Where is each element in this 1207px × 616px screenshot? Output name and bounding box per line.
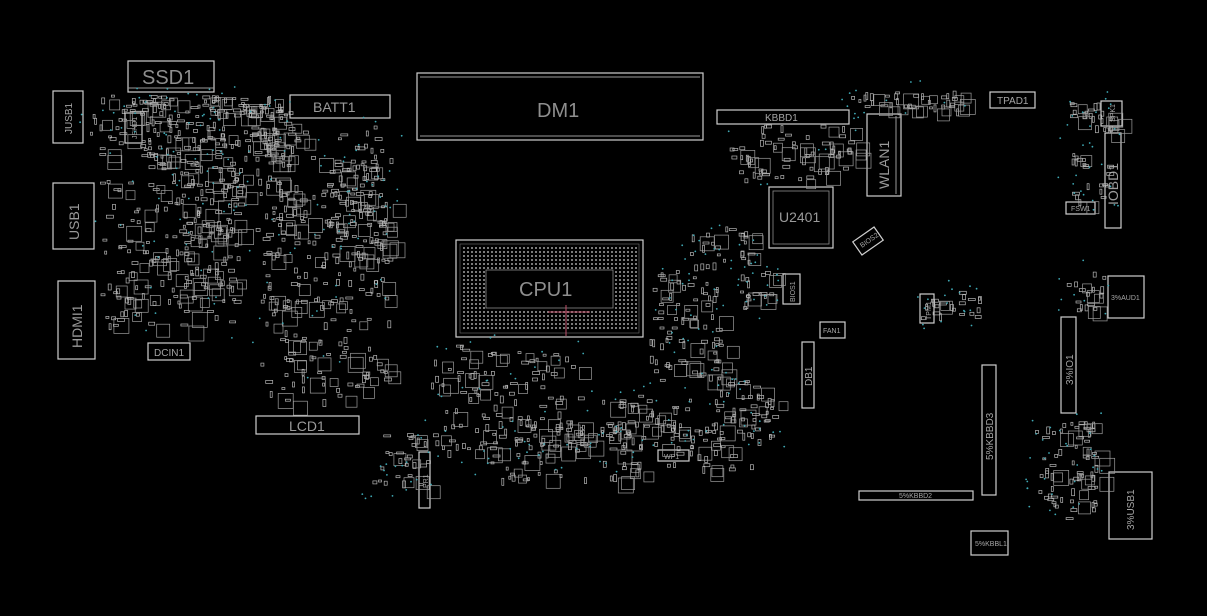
usb1-label: USB1 [66, 203, 82, 240]
dimm-label: DM1 [537, 100, 579, 122]
battery-connector[interactable]: BATT1 [289, 94, 391, 119]
hdmi-label: HDMI1 [69, 304, 85, 348]
bios1-chip[interactable]: BIOS1 [782, 273, 801, 305]
jshd-connector[interactable]: JSHD1 [124, 112, 143, 144]
io1-label: 3%IO1 [1065, 354, 1076, 385]
kbbd2-label: 5%KBBD2 [899, 493, 932, 500]
jshd-label: JSHD1 [132, 117, 139, 139]
hdmi-port[interactable]: HDMI1 [57, 280, 96, 360]
jusb-connector[interactable]: JUSB1 [52, 90, 84, 144]
passive-components [90, 90, 1133, 520]
kbbd2-connector[interactable]: 5%KBBD2 [858, 490, 974, 501]
usb3-label: 3%USB1 [1126, 489, 1137, 530]
via-dots [79, 80, 1121, 516]
fan-label: FAN1 [823, 328, 841, 335]
kbbl-connector[interactable]: 5%KBBL1 [970, 530, 1009, 556]
cpu-label: CPU1 [519, 279, 572, 301]
kbbd3-label: 5%KBBD3 [985, 412, 996, 460]
db1-label: DB1 [804, 366, 815, 386]
wlan-slot[interactable]: WLAN1 [866, 113, 902, 197]
tpm-chip[interactable]: TPM1 [919, 293, 935, 324]
bios2-chip[interactable]: BIOS2 [851, 226, 885, 256]
fan-connector[interactable]: FAN1 [819, 321, 846, 339]
dcin-connector[interactable]: DCIN1 [147, 342, 191, 361]
kbbl-label: 5%KBBL1 [975, 541, 1007, 548]
cpu-ball-grid [463, 247, 637, 329]
ssd-connector[interactable]: SSD1 [127, 60, 215, 93]
bios1-label: BIOS1 [790, 281, 797, 302]
kbbd1-label: KBBD1 [765, 113, 798, 124]
audio-jack[interactable]: 3%AUD1 [1107, 275, 1145, 319]
tpad-label: TPAD1 [997, 96, 1029, 107]
aud-label: 3%AUD1 [1111, 295, 1140, 302]
wp1-label: WP1 [664, 454, 679, 461]
fsw-switch[interactable]: FSW1 [1065, 201, 1096, 215]
kbbd1-connector[interactable]: KBBD1 [716, 109, 850, 125]
iobd-label: IOBD1 [1105, 163, 1121, 205]
fsw-label: FSW1 [1071, 206, 1091, 213]
jusb-label: JUSB1 [64, 102, 75, 134]
u2401-label: U2401 [779, 209, 820, 225]
lcd-connector[interactable]: LCD1 [255, 415, 360, 435]
kbbd3-connector[interactable]: 5%KBBD3 [981, 364, 997, 496]
usb3-port[interactable]: 3%USB1 [1108, 471, 1153, 540]
pr1-label: PR1 [423, 474, 430, 488]
wlan-label: WLAN1 [876, 141, 892, 189]
cpu-package[interactable]: CPU1 [455, 239, 644, 338]
usb1-port[interactable]: USB1 [52, 182, 95, 250]
io1-connector[interactable]: 3%IO1 [1060, 316, 1077, 414]
tpad-connector[interactable]: TPAD1 [989, 91, 1036, 109]
dimm-slot[interactable]: DM1 [416, 72, 704, 141]
pr1-connector[interactable]: PR1 [418, 451, 431, 509]
lcd-label: LCD1 [289, 418, 325, 434]
tpm-label: TPM1 [926, 301, 933, 320]
iobd-connector[interactable]: IOBD1 [1104, 132, 1122, 229]
dcin-label: DCIN1 [154, 348, 184, 359]
batt-label: BATT1 [313, 99, 356, 115]
u2401-chip[interactable]: U2401 [768, 186, 834, 249]
db1-connector[interactable]: DB1 [801, 341, 815, 409]
ssd-label: SSD1 [142, 67, 194, 89]
wp1-connector[interactable]: WP1 [657, 449, 690, 462]
